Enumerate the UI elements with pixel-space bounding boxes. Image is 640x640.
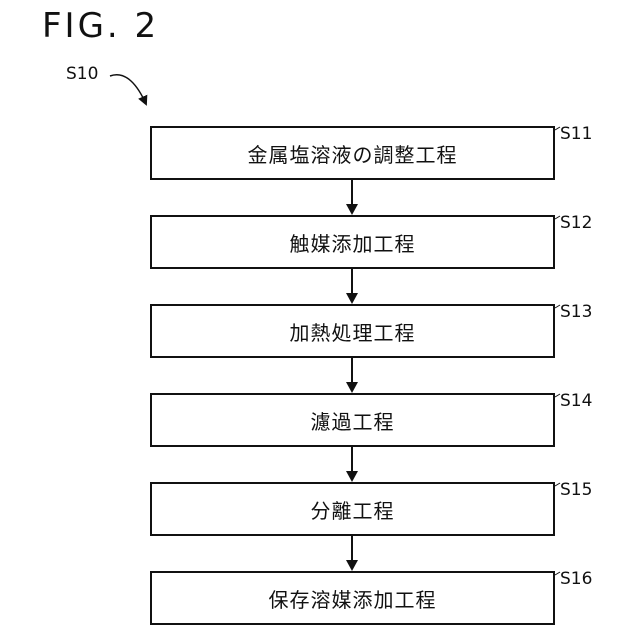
step-label-s12: 触媒添加工程: [290, 228, 416, 257]
step-label-s16: 保存溶媒添加工程: [269, 584, 437, 613]
step-id-s11: S11: [560, 124, 592, 144]
step-label-s11: 金属塩溶液の調整工程: [248, 139, 458, 168]
step-label-s15: 分離工程: [311, 495, 395, 524]
step-box-s15: 分離工程: [150, 482, 555, 536]
step-label-s14: 濾過工程: [311, 406, 395, 435]
step-box-s16: 保存溶媒添加工程: [150, 571, 555, 625]
step-id-s15: S15: [560, 480, 592, 500]
step-box-s12: 触媒添加工程: [150, 215, 555, 269]
step-id-s14: S14: [560, 391, 592, 411]
flow-arrow-head: [346, 293, 358, 304]
step-id-s16: S16: [560, 569, 592, 589]
step-label-s13: 加熱処理工程: [290, 317, 416, 346]
flow-arrow-head: [346, 560, 358, 571]
flow-arrow-head: [346, 382, 358, 393]
step-box-s11: 金属塩溶液の調整工程: [150, 126, 555, 180]
step-box-s14: 濾過工程: [150, 393, 555, 447]
step-box-s13: 加熱処理工程: [150, 304, 555, 358]
reference-leader-line: [110, 75, 146, 104]
flow-arrow-head: [346, 204, 358, 215]
flow-arrow-head: [346, 471, 358, 482]
step-id-s13: S13: [560, 302, 592, 322]
step-id-s12: S12: [560, 213, 592, 233]
